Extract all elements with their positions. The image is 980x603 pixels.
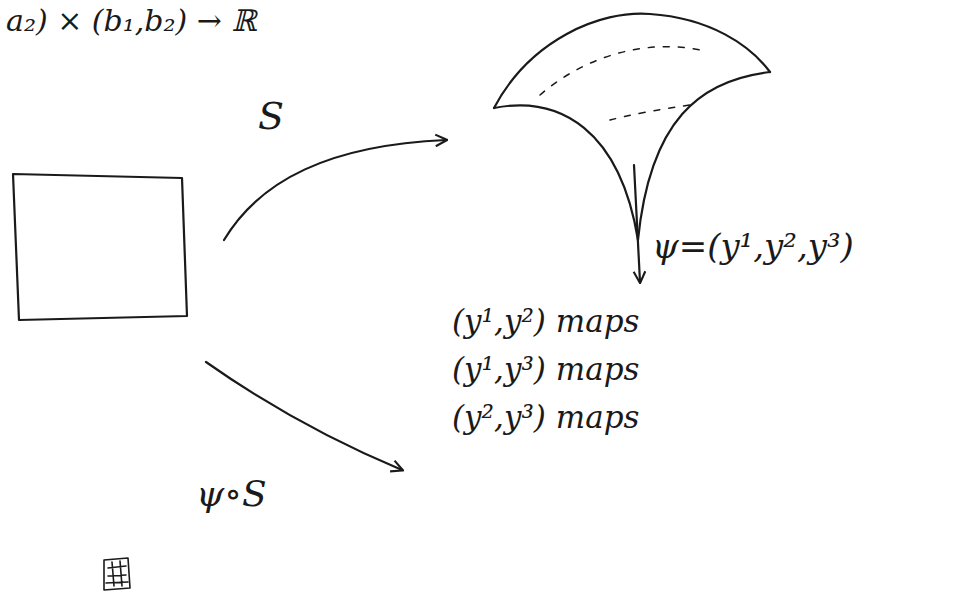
chart-arrow	[634, 165, 640, 282]
composite-arrow	[206, 362, 402, 470]
chart-note: (y¹,y²) maps	[452, 304, 639, 338]
scribble-symbol	[104, 558, 130, 590]
composite-name: ψ∘S	[196, 474, 267, 514]
chart-note: (y¹,y³) maps	[452, 352, 639, 386]
map-arrow	[224, 140, 446, 240]
square-domain	[13, 174, 187, 320]
surface-left-edge	[494, 105, 638, 240]
chart-formula: ψ=(y¹,y²,y³)	[652, 228, 854, 265]
surface-top	[494, 14, 770, 108]
surface-inner	[540, 47, 700, 95]
chart-note: (y²,y³) maps	[452, 400, 639, 434]
surface-inner	[610, 105, 690, 120]
map-name: S	[258, 96, 284, 138]
surface-right-edge	[638, 72, 770, 240]
domain-text: a₂) × (b₁,b₂) → ℝ	[6, 4, 256, 37]
